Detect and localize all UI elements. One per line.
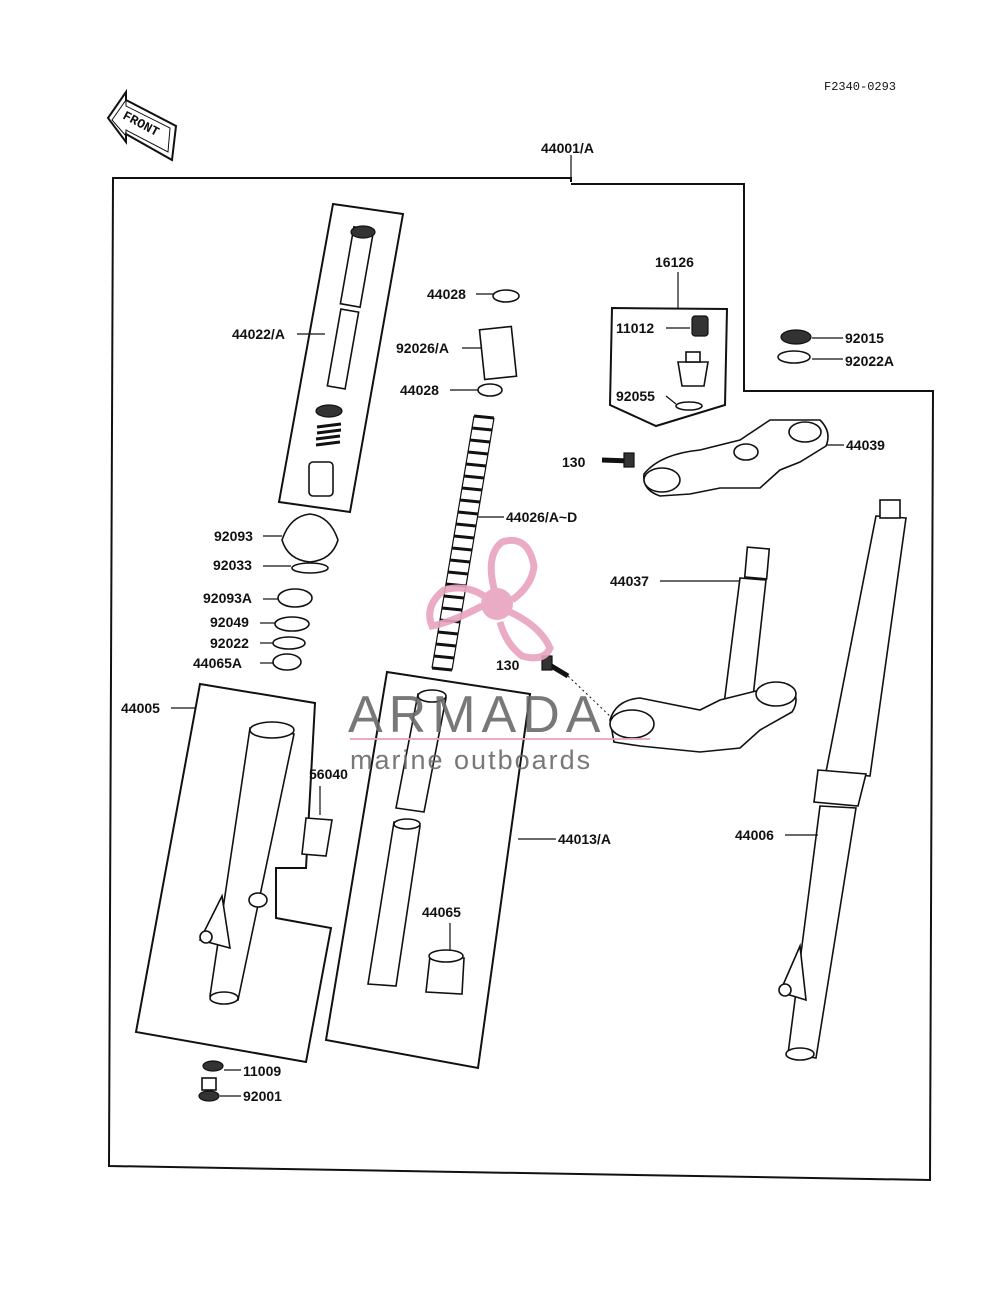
label-92033: 92033 xyxy=(213,557,252,573)
inner-tube-box xyxy=(324,670,532,1070)
label-44005: 44005 xyxy=(121,700,160,716)
label-130-lower: 130 xyxy=(496,657,520,673)
assembly-frame xyxy=(107,177,935,1182)
fork-boot xyxy=(301,817,333,857)
label-44065A: 44065A xyxy=(193,655,242,671)
damper-rod-parts xyxy=(308,225,376,497)
label-92001: 92001 xyxy=(243,1088,282,1104)
label-44022A: 44022/A xyxy=(232,326,285,342)
label-92055: 92055 xyxy=(616,388,655,404)
label-92093: 92093 xyxy=(214,528,253,544)
label-44028-bottom: 44028 xyxy=(400,382,439,398)
watermark-tagline: marine outboards xyxy=(350,745,592,775)
label-11009: 11009 xyxy=(243,1063,281,1079)
inner-tube xyxy=(367,689,465,995)
spacer-parts xyxy=(477,289,520,397)
label-16126: 16126 xyxy=(655,254,694,270)
watermark-logo: ARMADA marine outboards xyxy=(348,537,650,775)
bolt-130-lower xyxy=(541,655,570,679)
reference-code: F2340-0293 xyxy=(824,80,896,94)
label-11012: 11012 xyxy=(616,320,654,336)
bolt-130-upper xyxy=(601,452,635,468)
label-44013A: 44013/A xyxy=(558,831,611,847)
fork-spring xyxy=(431,414,495,672)
label-44026: 44026/A~D xyxy=(506,509,577,525)
label-44006: 44006 xyxy=(735,827,774,843)
fork-assembly-right xyxy=(778,499,907,1061)
label-130-upper: 130 xyxy=(562,454,586,470)
label-92015: 92015 xyxy=(845,330,884,346)
label-44039: 44039 xyxy=(846,437,885,453)
label-92026A: 92026/A xyxy=(396,340,449,356)
label-44001A: 44001/A xyxy=(541,140,594,156)
drain-bolt-parts xyxy=(198,1060,224,1102)
label-44037: 44037 xyxy=(610,573,649,589)
label-92049: 92049 xyxy=(210,614,249,630)
label-92022: 92022 xyxy=(210,635,249,651)
cartridge-box xyxy=(277,202,405,514)
propeller-icon xyxy=(426,537,554,662)
air-valve-parts xyxy=(675,315,709,411)
outer-tube-left xyxy=(198,721,295,1005)
label-92093A: 92093A xyxy=(203,590,252,606)
stem-nut-washer xyxy=(777,329,812,364)
front-direction-arrow: FRONT xyxy=(106,88,178,162)
air-valve-box xyxy=(608,306,729,428)
seal-stack xyxy=(272,513,339,671)
label-44028-top: 44028 xyxy=(427,286,466,302)
label-92022A: 92022A xyxy=(845,353,894,369)
outer-tube-box xyxy=(134,682,333,1064)
upper-bracket xyxy=(643,419,829,497)
label-56040: 56040 xyxy=(309,766,348,782)
label-44065: 44065 xyxy=(422,904,461,920)
watermark-brand: ARMADA xyxy=(348,686,606,744)
